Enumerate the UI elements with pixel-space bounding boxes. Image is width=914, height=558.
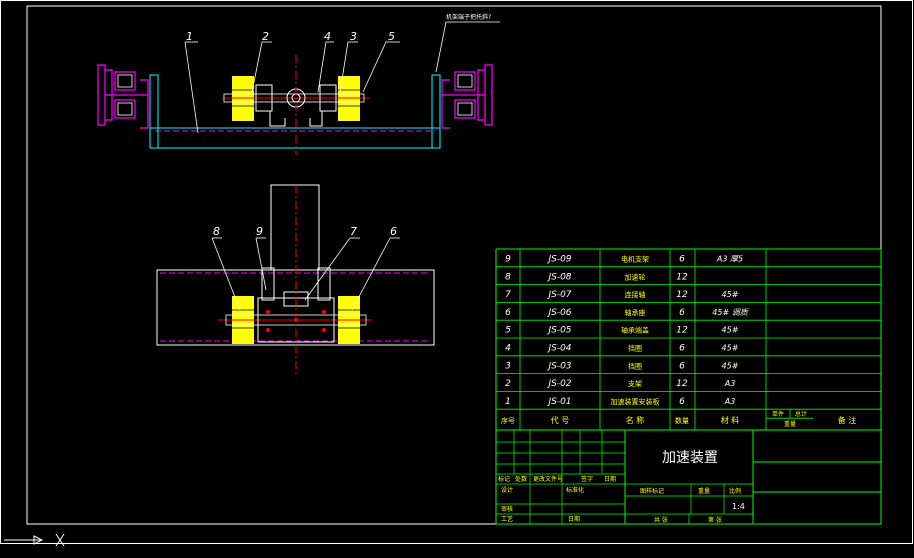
- svg-text:审核: 审核: [501, 505, 513, 513]
- svg-text:标记: 标记: [498, 475, 510, 483]
- bom-row-qty: 6: [679, 344, 685, 354]
- bom-row-name: 加速轮: [625, 272, 646, 281]
- bom-row-material: 45#: [722, 344, 739, 353]
- balloon-6: 6: [390, 225, 397, 238]
- balloon-2: 2: [262, 30, 269, 43]
- bom-row-no: 4: [505, 344, 511, 354]
- bom-row-no: 5: [505, 326, 511, 336]
- bom-header-code: 代 号: [551, 415, 570, 425]
- bom-row-no: 3: [505, 361, 511, 371]
- bom-row-code: JS-09: [546, 255, 571, 265]
- bom-header-qty: 数量: [675, 416, 689, 425]
- bom-row-name: 加速装置安装板: [611, 397, 660, 406]
- bom-row-qty: 6: [679, 308, 685, 318]
- bom-row-material: 45#: [722, 361, 739, 370]
- svg-text:处数: 处数: [515, 475, 527, 483]
- bom-row-code: JS-05: [546, 326, 571, 336]
- bom-row-code: JS-03: [546, 361, 571, 371]
- balloon-5: 5: [388, 30, 395, 43]
- bom-row-no: 7: [505, 290, 511, 300]
- bom-row-name: 挡圈: [628, 344, 642, 353]
- bom-header-remark: 备 注: [838, 415, 857, 425]
- balloon-7: 7: [350, 225, 357, 238]
- bom-row-code: JS-08: [546, 272, 571, 282]
- title-block: [495, 429, 882, 525]
- bom-row-name: 连接轴: [625, 290, 646, 299]
- bom-row-qty: 6: [679, 397, 685, 407]
- bom-header-unit: 单件: [772, 410, 784, 418]
- bom-row-qty: 12: [676, 272, 688, 282]
- svg-text:重量: 重量: [698, 487, 710, 495]
- bom-row-material: 45# 调质: [712, 308, 748, 317]
- scale-value: 1:4: [732, 502, 745, 511]
- bom-row-material: A3: [724, 397, 736, 406]
- bom-row-no: 8: [505, 272, 511, 282]
- front-view: 8 9 7 6: [156, 184, 435, 375]
- balloon-9: 9: [256, 225, 263, 238]
- svg-text:共 张: 共 张: [654, 516, 668, 524]
- bom-row-qty: 6: [679, 361, 685, 371]
- bom-row-material: A3 厚5: [716, 255, 743, 264]
- bom-row-no: 1: [505, 397, 511, 407]
- bom-row-code: JS-04: [546, 344, 571, 354]
- bom-row-name: 轴承座: [625, 308, 646, 317]
- svg-text:签字: 签字: [581, 475, 593, 483]
- balloon-3: 3: [350, 30, 357, 43]
- bom-header-material: 材 料: [721, 415, 740, 425]
- svg-text:更改文件号: 更改文件号: [533, 475, 563, 483]
- svg-text:第 张: 第 张: [708, 516, 722, 524]
- bom-row-code: JS-07: [546, 290, 571, 300]
- bom-row-qty: 12: [676, 326, 688, 336]
- svg-text:日期: 日期: [604, 475, 616, 483]
- bom-row-name: 支架: [628, 379, 642, 388]
- svg-text:工艺: 工艺: [501, 515, 513, 523]
- outer-border: [0, 0, 913, 544]
- bom-header-no: 序号: [501, 416, 515, 425]
- balloon-8: 8: [213, 225, 220, 238]
- svg-text:比例: 比例: [729, 487, 741, 495]
- ucs-axis-icon: [4, 533, 65, 547]
- title-block-labels: 标记 处数 更改文件号 签字 日期 设计 标准化 图样标记 重量 比例 审核 工…: [498, 475, 741, 524]
- svg-text:设计: 设计: [501, 486, 513, 494]
- bom-header-name: 名 称: [626, 415, 645, 425]
- bom-header-total: 总计: [795, 410, 807, 418]
- bom-row-code: JS-02: [546, 379, 571, 389]
- bom-row-material: A3: [724, 379, 736, 388]
- svg-text:标准化: 标准化: [566, 486, 584, 494]
- drawing-title: 加速装置: [662, 450, 718, 466]
- bom-header-weight: 重量: [784, 420, 796, 428]
- bom-row-material: 45#: [722, 326, 739, 335]
- bom-row-name: 电机支架: [621, 255, 649, 264]
- svg-text:日期: 日期: [568, 515, 580, 523]
- bom-row-no: 9: [505, 255, 511, 265]
- bom-row-qty: 12: [676, 290, 688, 300]
- svg-text:图样标记: 图样标记: [640, 487, 664, 495]
- bom-row-material: 45#: [722, 290, 739, 299]
- bom-row-code: JS-06: [546, 308, 571, 318]
- balloon-1: 1: [186, 30, 193, 43]
- top-view: 1 2 4 3 5 机架端子把托斜?: [97, 13, 500, 155]
- balloon-4: 4: [324, 30, 331, 43]
- bom-row-no: 6: [505, 308, 511, 318]
- bom-row-name: 轴承端盖: [621, 326, 649, 335]
- bom-row-name: 挡圈: [628, 361, 642, 370]
- bom-row-code: JS-01: [546, 397, 571, 407]
- bom-row-qty: 6: [679, 255, 685, 265]
- bom-row-no: 2: [505, 379, 511, 389]
- bom-row-qty: 12: [676, 379, 688, 389]
- top-note: 机架端子把托斜?: [446, 13, 491, 21]
